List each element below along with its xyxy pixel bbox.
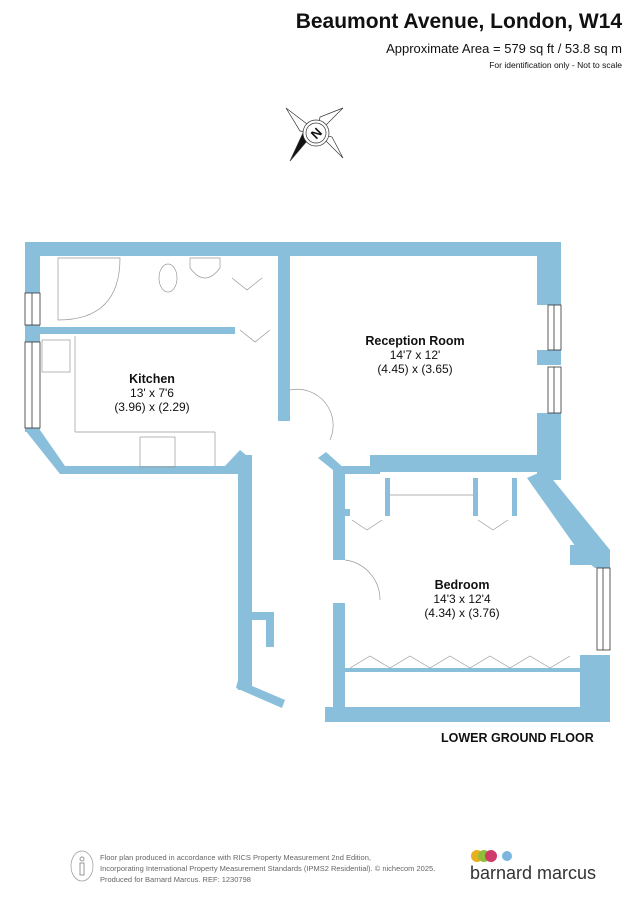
footer-line: Floor plan produced in accordance with R… xyxy=(100,853,371,862)
property-title: Beaumont Avenue, London, W14 xyxy=(295,10,622,33)
room-kitchen: Kitchen 13' x 7'6 (3.96) x (2.29) xyxy=(92,372,212,414)
brand-logo-dots xyxy=(471,850,512,862)
walls xyxy=(25,242,610,722)
room-reception: Reception Room 14'7 x 12' (4.45) x (3.65… xyxy=(350,334,480,376)
footer-line: Incorporating International Property Mea… xyxy=(100,864,436,873)
room-imperial: 14'3 x 12'4 xyxy=(433,592,491,606)
area-text: Approximate Area = 579 sq ft / 53.8 sq m xyxy=(386,41,622,56)
room-name: Bedroom xyxy=(434,578,490,592)
fixtures xyxy=(41,257,571,669)
floor-label: LOWER GROUND FLOOR xyxy=(441,731,594,745)
room-bedroom: Bedroom 14'3 x 12'4 (4.34) x (3.76) xyxy=(402,578,522,620)
room-imperial: 13' x 7'6 xyxy=(130,386,174,400)
footer-text: Floor plan produced in accordance with R… xyxy=(100,852,435,885)
brand-logo-text: barnard marcus xyxy=(470,863,597,883)
windows xyxy=(24,292,611,651)
room-metric: (4.34) x (3.76) xyxy=(424,606,500,620)
room-imperial: 14'7 x 12' xyxy=(389,348,441,362)
room-metric: (4.45) x (3.65) xyxy=(377,362,453,376)
footer-line: Produced for Barnard Marcus. REF: 123079… xyxy=(100,875,251,884)
compass-icon: N xyxy=(285,107,344,162)
scale-note: For identification only - Not to scale xyxy=(489,60,622,70)
room-name: Kitchen xyxy=(129,372,175,386)
room-name: Reception Room xyxy=(365,334,465,348)
room-metric: (3.96) x (2.29) xyxy=(114,400,190,414)
